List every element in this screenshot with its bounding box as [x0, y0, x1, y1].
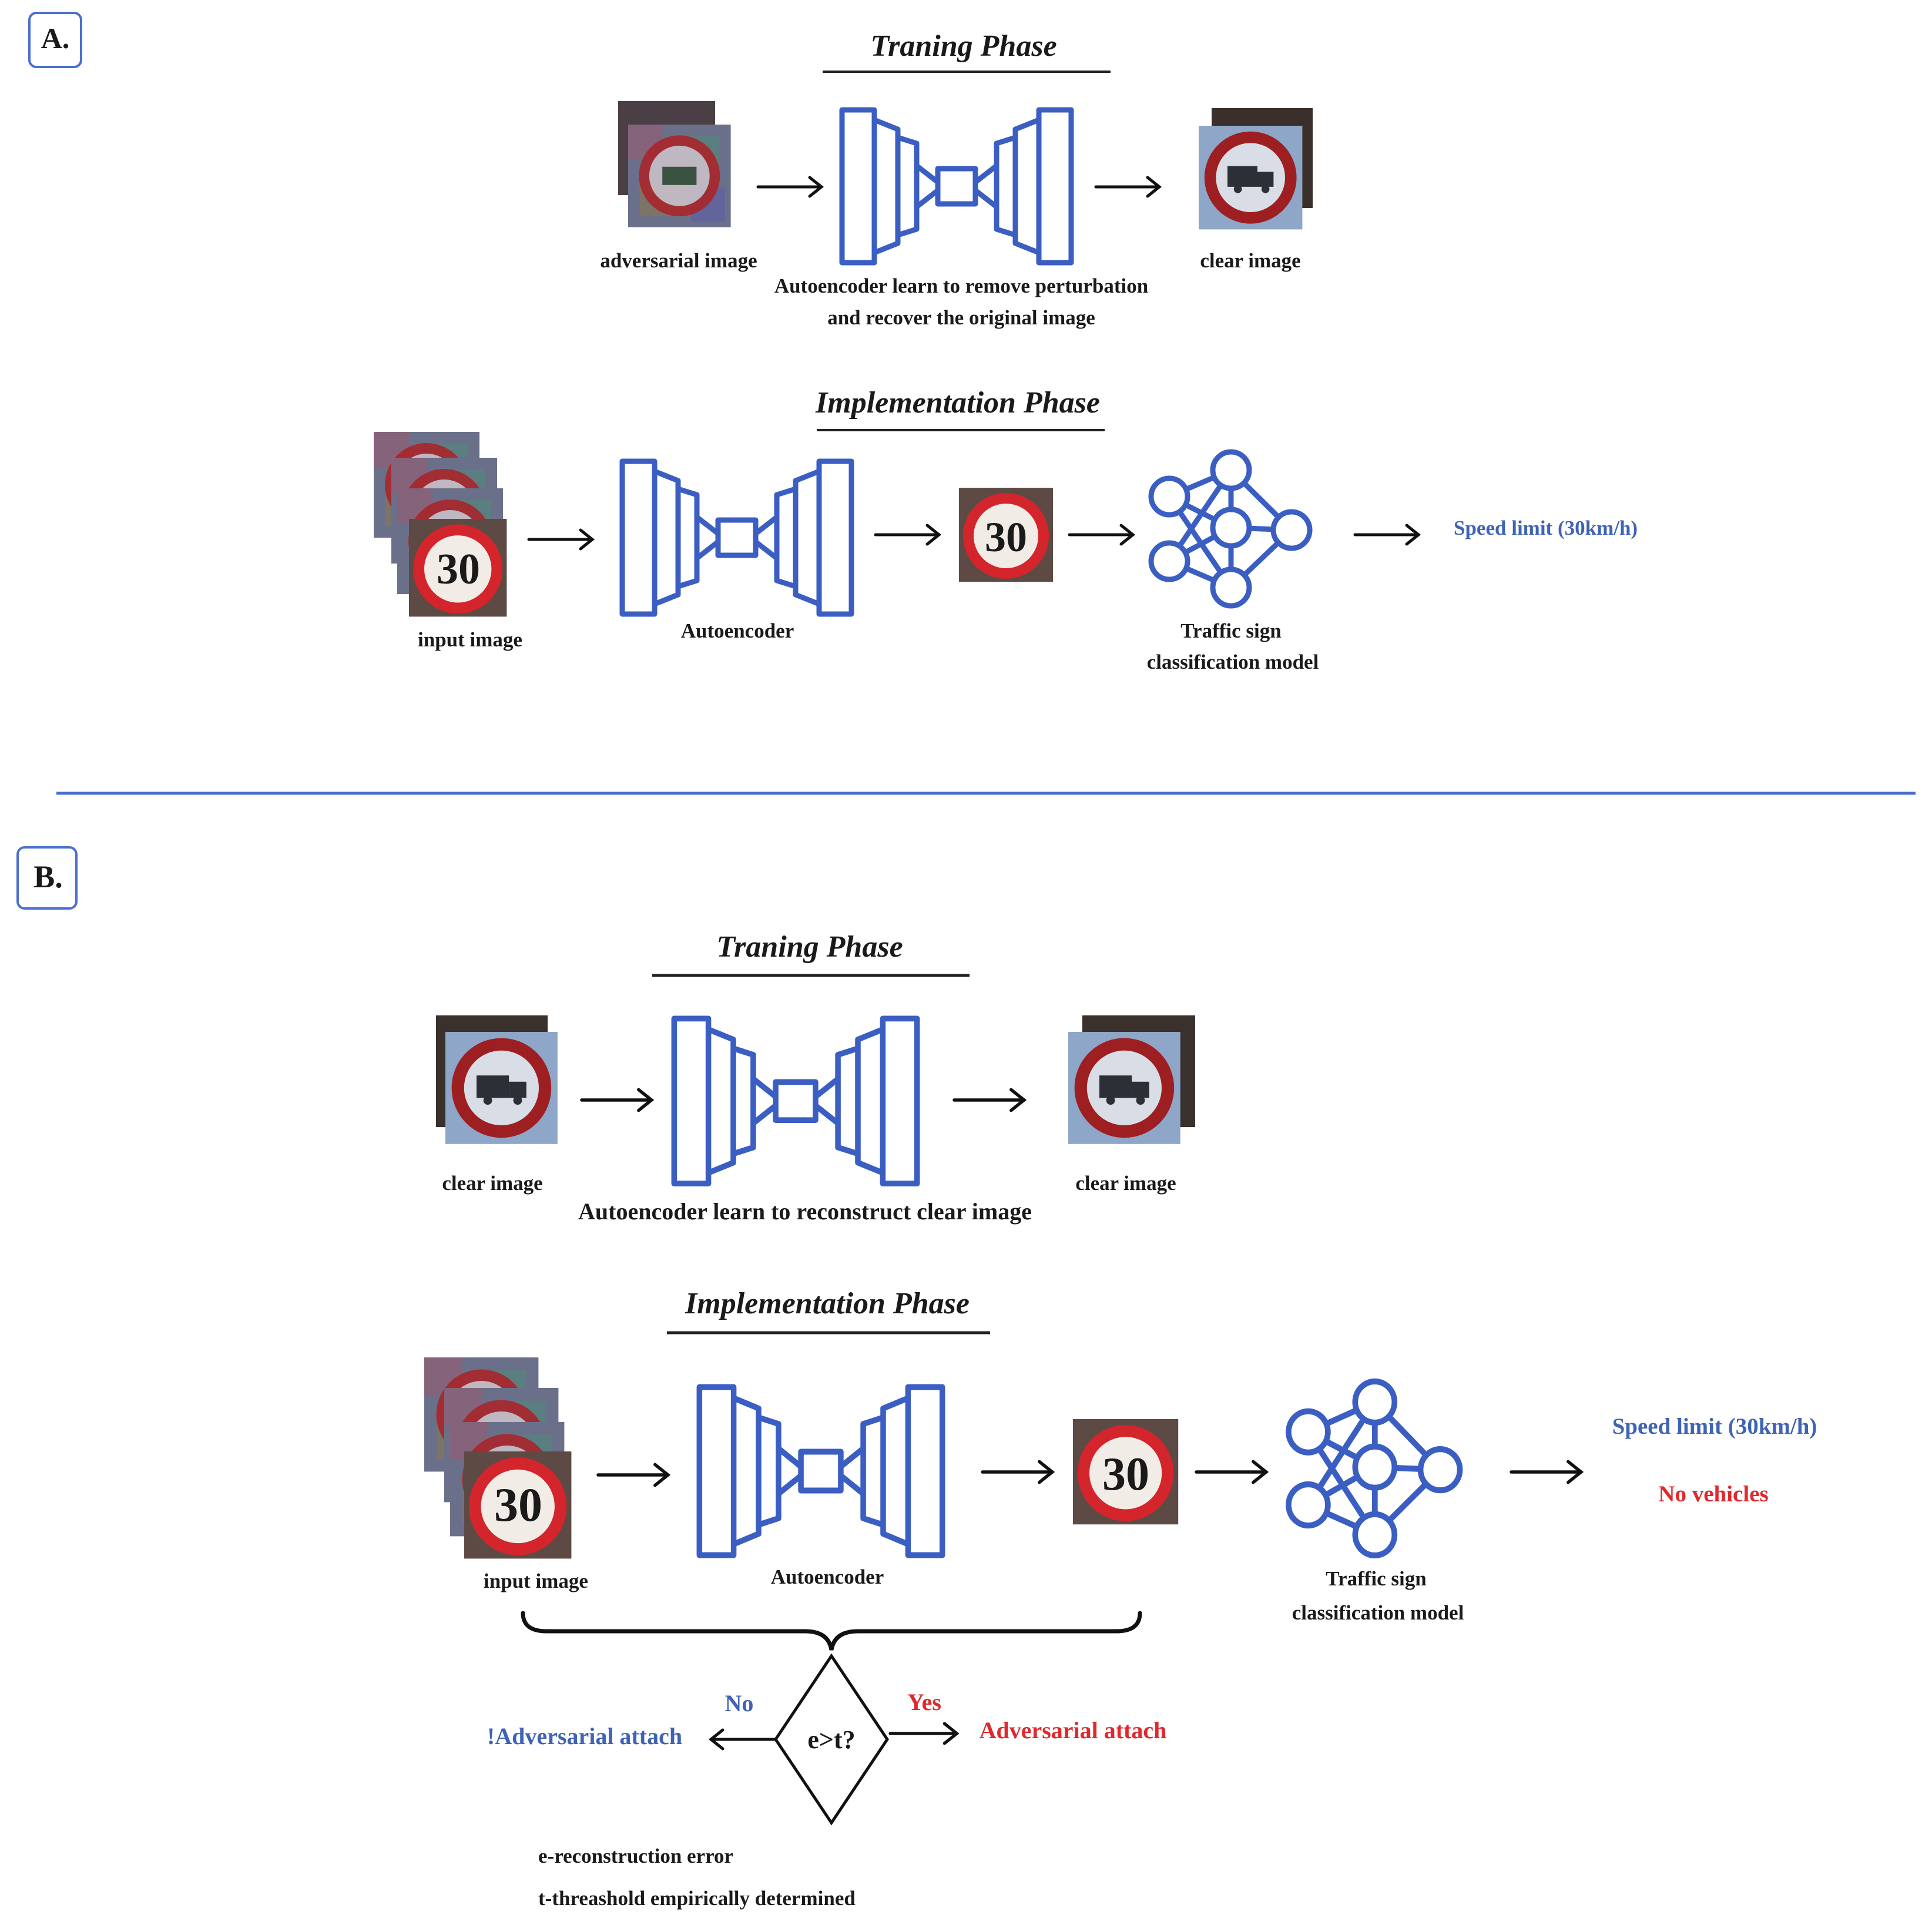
- panel-a-training-note-2: and recover the original image: [827, 306, 1095, 329]
- panel-b-output-blue: Speed limit (30km/h): [1612, 1414, 1817, 1439]
- panel-b-arrow-4: [982, 1461, 1052, 1482]
- panel-a-arrow-4: [876, 525, 939, 544]
- panel-b-training-autoencoder: [674, 1018, 917, 1183]
- panel-a: A. Traning Phase adversarial image clear…: [28, 12, 1638, 673]
- panel-b-training-note: Autoencoder learn to reconstruct clear i…: [578, 1198, 1032, 1225]
- panel-a-clear-image: [1199, 108, 1313, 229]
- panel-b-no-label: No: [725, 1690, 754, 1716]
- panel-a-model-caption-2: classification model: [1147, 650, 1319, 673]
- panel-a-output: Speed limit (30km/h): [1454, 517, 1638, 539]
- panel-b-arrow-6: [1511, 1461, 1581, 1482]
- panel-b-input-image-stack: 30: [424, 1357, 571, 1558]
- panel-a-clear-caption: clear image: [1200, 249, 1300, 272]
- panel-b: B. Traning Phase clear image clear image…: [16, 846, 1817, 1910]
- panel-b-output-clear-caption: clear image: [1075, 1172, 1176, 1195]
- panel-a-clean-30-image: 30: [959, 488, 1053, 582]
- panel-b-model-caption-2: classification model: [1292, 1601, 1464, 1624]
- panel-a-implementation-title: Implementation Phase: [815, 386, 1100, 420]
- panel-a-classifier-network: [1151, 452, 1310, 606]
- panel-b-arrow-5: [1196, 1461, 1266, 1482]
- panel-b-arrow-2: [954, 1089, 1024, 1110]
- panel-b-decision-condition: e>t?: [807, 1725, 855, 1754]
- panel-b-input-sign-number: 30: [494, 1478, 542, 1531]
- panel-a-input-image-stack: 30: [374, 432, 507, 616]
- panel-a-label: A.: [41, 22, 70, 55]
- panel-a-training-note-1: Autoencoder learn to remove perturbation: [774, 274, 1148, 297]
- panel-b-autoencoder-caption: Autoencoder: [771, 1565, 884, 1588]
- panel-b-yes-label: Yes: [907, 1689, 941, 1715]
- panel-a-adversarial-image: [618, 101, 731, 227]
- panel-b-training-title: Traning Phase: [716, 930, 903, 964]
- panel-a-model-caption-1: Traffic sign: [1180, 619, 1281, 642]
- panel-b-clean-30-image: 30: [1073, 1419, 1178, 1524]
- panel-a-arrow-3: [529, 530, 592, 549]
- panel-b-input-clear-caption: clear image: [442, 1172, 542, 1195]
- panel-b-legend-1: e-reconstruction error: [538, 1845, 733, 1867]
- panel-b-no-arrow: [711, 1730, 774, 1749]
- panel-b-model-caption-1: Traffic sign: [1326, 1567, 1426, 1590]
- panel-b-arrow-1: [582, 1089, 652, 1110]
- panel-a-adversarial-caption: adversarial image: [600, 249, 757, 272]
- panel-b-no-result: !Adversarial attach: [487, 1723, 682, 1749]
- panel-a-autoencoder-caption: Autoencoder: [681, 619, 794, 642]
- panel-b-implementation-title: Implementation Phase: [685, 1287, 970, 1320]
- panel-b-label-box: [16, 846, 78, 910]
- panel-a-training-title: Traning Phase: [870, 29, 1056, 63]
- panel-a-arrow-2: [1096, 177, 1159, 196]
- panel-a-training-autoencoder: [842, 110, 1071, 263]
- panel-b-input-caption: input image: [484, 1570, 588, 1592]
- panel-a-input-sign-number: 30: [437, 545, 480, 593]
- panel-a-clean-sign-number: 30: [985, 514, 1027, 561]
- panel-b-legend-2: t-threashold empirically determined: [538, 1887, 856, 1910]
- panel-a-input-caption: input image: [418, 628, 522, 651]
- panel-b-arrow-3: [598, 1464, 668, 1485]
- panel-a-arrow-6: [1355, 525, 1418, 544]
- panel-b-classifier-network: [1289, 1382, 1460, 1555]
- panel-a-arrow-1: [758, 177, 821, 196]
- panel-b-output-clear-image: [1068, 1015, 1195, 1144]
- panel-a-implementation-autoencoder: [622, 461, 851, 614]
- panel-a-label-box: [28, 12, 82, 68]
- panel-a-arrow-5: [1069, 525, 1133, 544]
- panel-b-brace: [521, 1611, 1142, 1651]
- panel-b-implementation-autoencoder: [699, 1387, 942, 1555]
- panel-b-input-clear-image: [436, 1015, 558, 1144]
- panel-b-yes-arrow: [890, 1723, 957, 1743]
- panel-b-clean-sign-number: 30: [1102, 1448, 1149, 1500]
- panel-b-decision-diamond: [773, 1653, 890, 1826]
- panel-b-output-red: No vehicles: [1658, 1481, 1768, 1507]
- panel-b-label: B.: [33, 859, 63, 894]
- panel-b-yes-result: Adversarial attach: [980, 1717, 1167, 1743]
